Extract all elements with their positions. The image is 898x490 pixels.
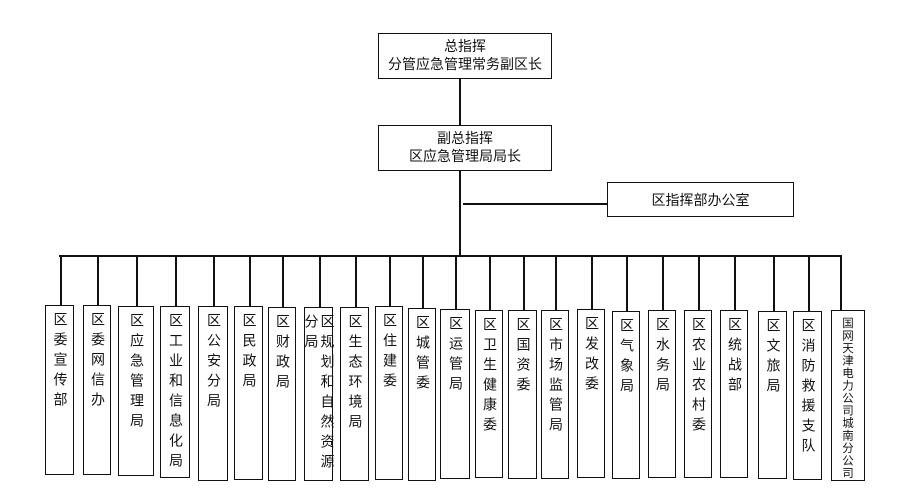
connector — [591, 255, 593, 309]
department-box: 区消防救援支队 — [793, 311, 822, 480]
connector — [459, 171, 461, 255]
department-label: 区水务局 — [654, 317, 670, 397]
department-label: 区民政局 — [240, 313, 257, 393]
department-label: 区生态环境局 — [346, 314, 363, 434]
department-box: 区文旅局 — [758, 311, 787, 479]
department-bus — [59, 255, 841, 257]
department-box: 区财政局 — [268, 307, 296, 481]
department-box: 区水务局 — [648, 310, 676, 478]
department-label: 区发改委 — [583, 316, 599, 396]
commander-box: 总指挥 分管应急管理常务副区长 — [378, 33, 552, 79]
department-label: 区城管委 — [414, 315, 430, 395]
connector — [773, 255, 775, 311]
department-box: 区农业农村委 — [684, 310, 712, 478]
department-box: 区卫生健康委 — [475, 310, 503, 478]
department-box: 区城管委 — [408, 308, 436, 481]
department-box: 区委宣传部 — [45, 305, 74, 475]
department-box: 区运管局 — [440, 309, 470, 479]
connector — [213, 255, 215, 306]
commander-title: 总指挥 — [444, 39, 486, 55]
department-label: 区农业农村委 — [690, 317, 706, 437]
connector — [319, 255, 321, 307]
department-label: 区卫生健康委 — [481, 317, 497, 437]
department-label: 区国资委 — [514, 317, 531, 397]
department-box: 区委网信办 — [83, 305, 111, 475]
deputy-box: 副总指挥 区应急管理局局长 — [378, 125, 552, 171]
connector — [455, 255, 457, 309]
department-box: 国网天津电力公司城南分公司 — [831, 310, 865, 481]
department-label: 区运管局 — [447, 316, 463, 396]
department-label: 区统战部 — [726, 317, 742, 397]
department-label: 区委网信办 — [89, 312, 105, 412]
department-label: 国网天津电力公司城南分公司 — [841, 317, 855, 480]
connector — [136, 255, 138, 306]
department-label: 区财政局 — [274, 314, 290, 394]
department-box: 区气象局 — [612, 311, 640, 479]
department-label: 区文旅局 — [764, 318, 781, 398]
department-label: 区工业和信息化局 — [167, 313, 183, 473]
connector — [463, 203, 607, 205]
department-box: 区民政局 — [234, 306, 263, 480]
connector — [808, 255, 810, 311]
department-label: 区委宣传部 — [51, 312, 68, 412]
department-label: 区应急管理局 — [128, 313, 144, 433]
connector — [698, 255, 700, 310]
department-label: 区气象局 — [618, 318, 634, 398]
department-box: 区应急管理局 — [118, 306, 154, 476]
connector — [282, 255, 284, 307]
commander-subtitle: 分管应急管理常务副区长 — [388, 57, 542, 73]
connector — [523, 255, 525, 310]
department-box: 区国资委 — [508, 310, 537, 479]
department-box: 区统战部 — [720, 310, 748, 478]
department-box: 区住建委 — [375, 306, 403, 480]
connector — [60, 255, 62, 305]
connector — [389, 255, 391, 306]
department-box: 区发改委 — [577, 309, 605, 478]
connector — [734, 255, 736, 310]
department-label: 区公安分局 — [205, 313, 221, 413]
deputy-subtitle: 区应急管理局局长 — [409, 149, 521, 165]
deputy-title: 副总指挥 — [437, 131, 493, 147]
department-label: 区住建委 — [381, 313, 397, 393]
department-label: 区消防救援支队 — [799, 318, 816, 458]
department-box: 区生态环境局 — [340, 307, 369, 481]
department-box: 区公安分局 — [198, 306, 228, 481]
connector — [97, 255, 99, 305]
office-label: 区指挥部办公室 — [651, 192, 750, 209]
connector — [489, 255, 491, 310]
connector — [662, 255, 664, 310]
department-box: 区市场监管局 — [541, 310, 569, 479]
connector — [840, 255, 842, 310]
connector — [555, 255, 557, 310]
connector — [422, 255, 424, 308]
connector — [459, 79, 461, 125]
connector — [249, 255, 251, 306]
connector — [626, 255, 628, 311]
connector — [355, 255, 357, 307]
department-box: 区规划和自然资源分局 — [302, 307, 335, 481]
department-label: 区规划和自然资源分局 — [302, 314, 335, 474]
office-box: 区指挥部办公室 — [607, 182, 794, 217]
connector — [175, 255, 177, 306]
department-label: 区市场监管局 — [547, 317, 563, 437]
department-box: 区工业和信息化局 — [160, 306, 190, 478]
